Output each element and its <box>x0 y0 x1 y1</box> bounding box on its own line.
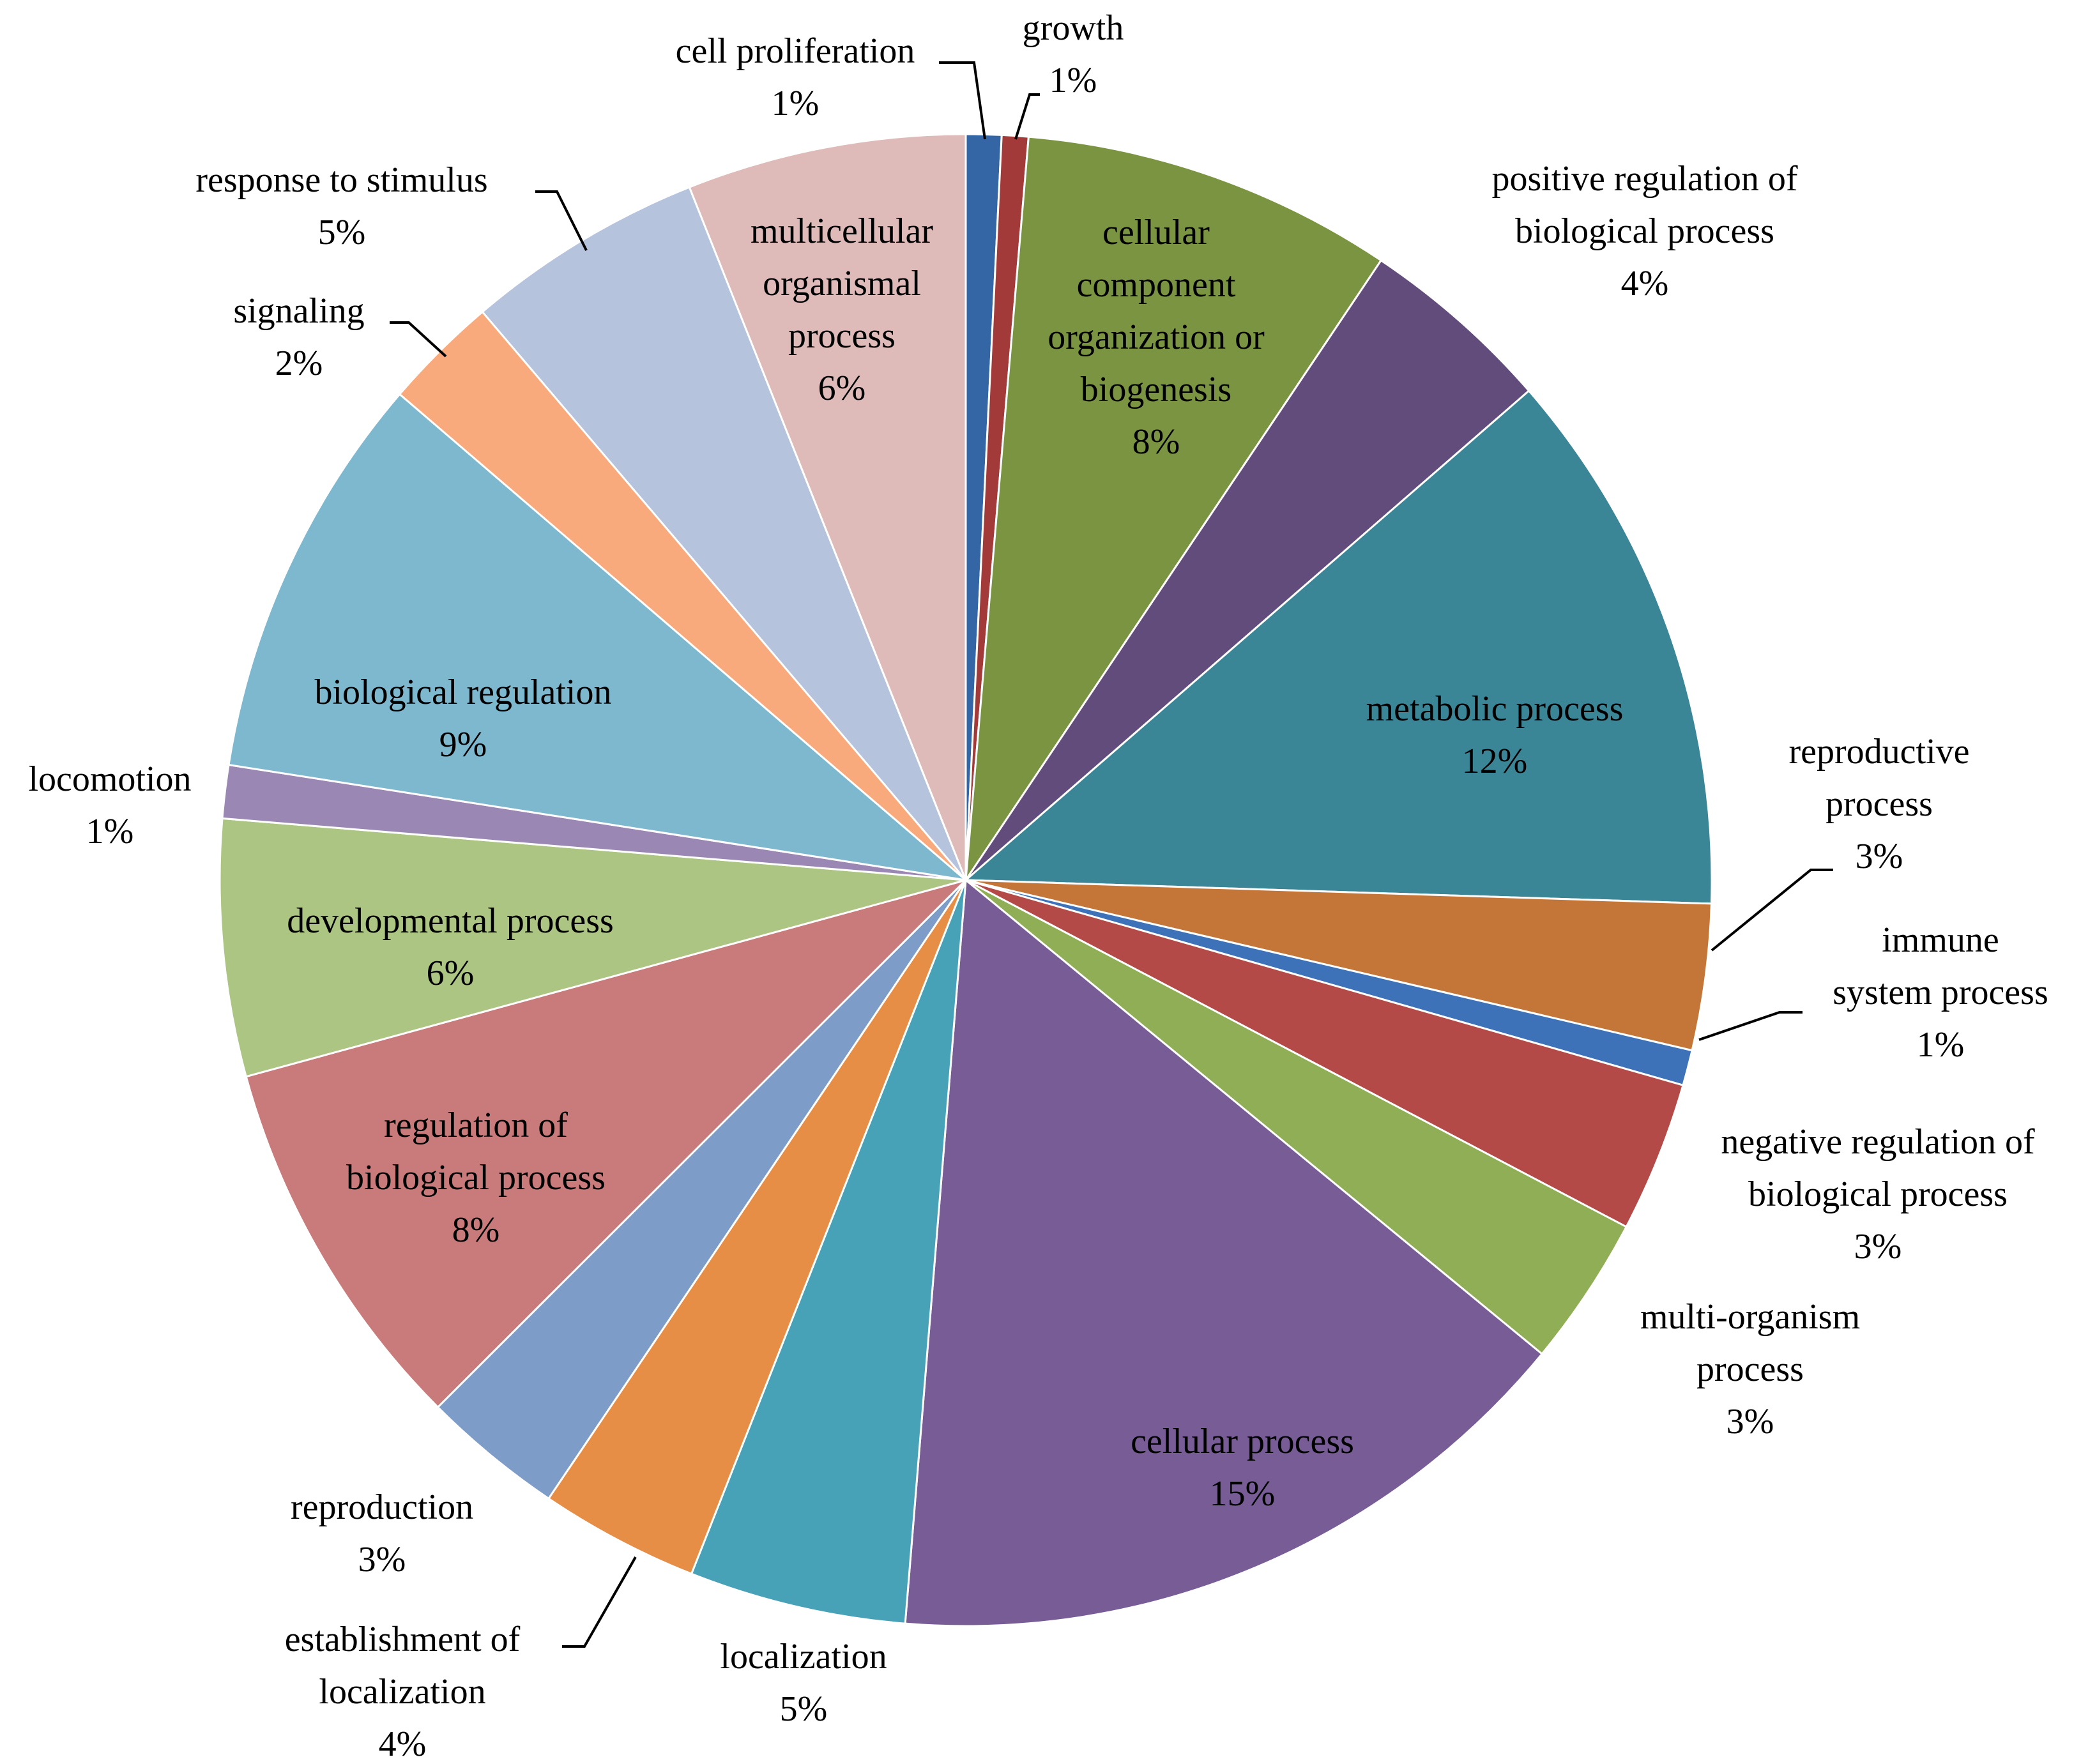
pie-slice-reproductive-process <box>965 879 1712 1052</box>
pie-slice-multicellular-organismal-process <box>688 133 967 881</box>
leader-line <box>535 190 588 251</box>
pie-slice-localization <box>690 879 967 1625</box>
leader-line <box>1711 869 1833 952</box>
pie-slice-multi-organism-process <box>965 879 1628 1356</box>
leader-line <box>390 321 447 358</box>
pie-slice-regulation-of-biological-process <box>245 878 970 1409</box>
pie-slice-metabolic-process <box>963 389 1713 905</box>
leader-line <box>939 61 986 140</box>
pie-slice-developmental-process <box>218 817 966 1078</box>
pie-slice-cellular-process <box>904 878 1544 1627</box>
pie-slice-positive-regulation-of-biological-process <box>964 259 1530 881</box>
leader-line <box>562 1556 637 1648</box>
leader-line <box>1014 93 1040 140</box>
pie-slice-establishment-of-localization <box>547 879 967 1576</box>
pie-slices <box>218 133 1713 1627</box>
leader-line <box>1698 1011 1803 1041</box>
pie-slice-cellular-component-organization-or-biogenesis <box>964 135 1383 884</box>
leader-lines <box>390 61 1833 1648</box>
pie-slice-negative-regulation-of-biological-process <box>965 879 1684 1228</box>
pie-slice-biological-regulation <box>227 393 969 882</box>
